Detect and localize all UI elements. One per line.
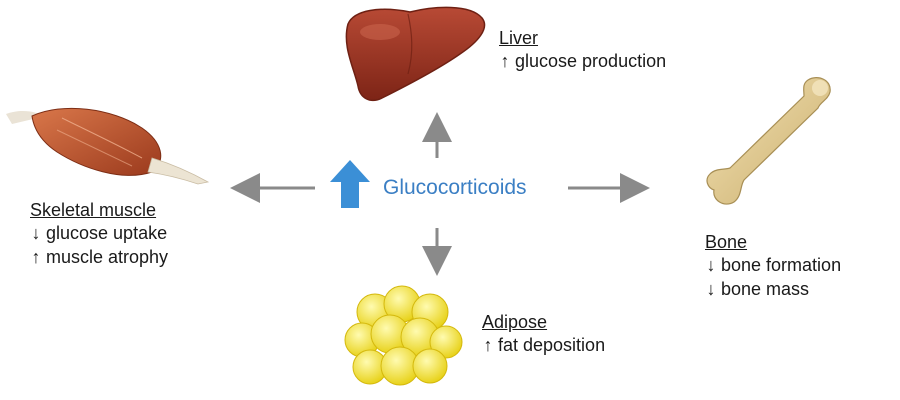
bone-effect-1: ↓bone formation xyxy=(705,253,842,277)
effect-text: bone formation xyxy=(721,255,842,275)
adipose-label: Adipose ↑fat deposition xyxy=(482,312,605,357)
adipose-effect: ↑fat deposition xyxy=(482,333,606,357)
liver-label: Liver ↑glucose production xyxy=(499,28,666,73)
down-arrow-glyph: ↓ xyxy=(706,279,716,299)
muscle-name: Skeletal muscle xyxy=(30,200,157,220)
liver-icon xyxy=(345,6,486,102)
effect-text: glucose uptake xyxy=(46,223,168,243)
down-arrow-glyph: ↓ xyxy=(706,255,716,275)
muscle-icon xyxy=(6,107,210,185)
muscle-effect-2: ↑muscle atrophy xyxy=(30,245,169,269)
center-label: Glucocorticoids xyxy=(383,176,527,199)
up-arrow-glyph: ↑ xyxy=(31,247,41,267)
effect-text: bone mass xyxy=(721,279,810,299)
muscle-effect-1: ↓glucose uptake xyxy=(30,221,168,245)
bone-label: Bone ↓bone formation ↓bone mass xyxy=(705,232,841,301)
up-arrow-glyph: ↑ xyxy=(483,335,493,355)
effect-text: muscle atrophy xyxy=(46,247,169,267)
muscle-label: Skeletal muscle ↓glucose uptake ↑muscle … xyxy=(30,200,168,269)
up-arrow-glyph: ↑ xyxy=(500,51,510,71)
liver-effect: ↑glucose production xyxy=(499,49,667,73)
bone-effect-2: ↓bone mass xyxy=(705,277,841,301)
effect-text: fat deposition xyxy=(498,335,606,355)
bone-icon xyxy=(706,77,831,205)
adipose-name: Adipose xyxy=(482,312,548,332)
effect-text: glucose production xyxy=(515,51,667,71)
bone-name: Bone xyxy=(705,232,748,252)
fat-cells-icon xyxy=(344,285,463,386)
down-arrow-glyph: ↓ xyxy=(31,223,41,243)
liver-name: Liver xyxy=(499,28,539,48)
up-arrow-icon xyxy=(330,160,370,208)
